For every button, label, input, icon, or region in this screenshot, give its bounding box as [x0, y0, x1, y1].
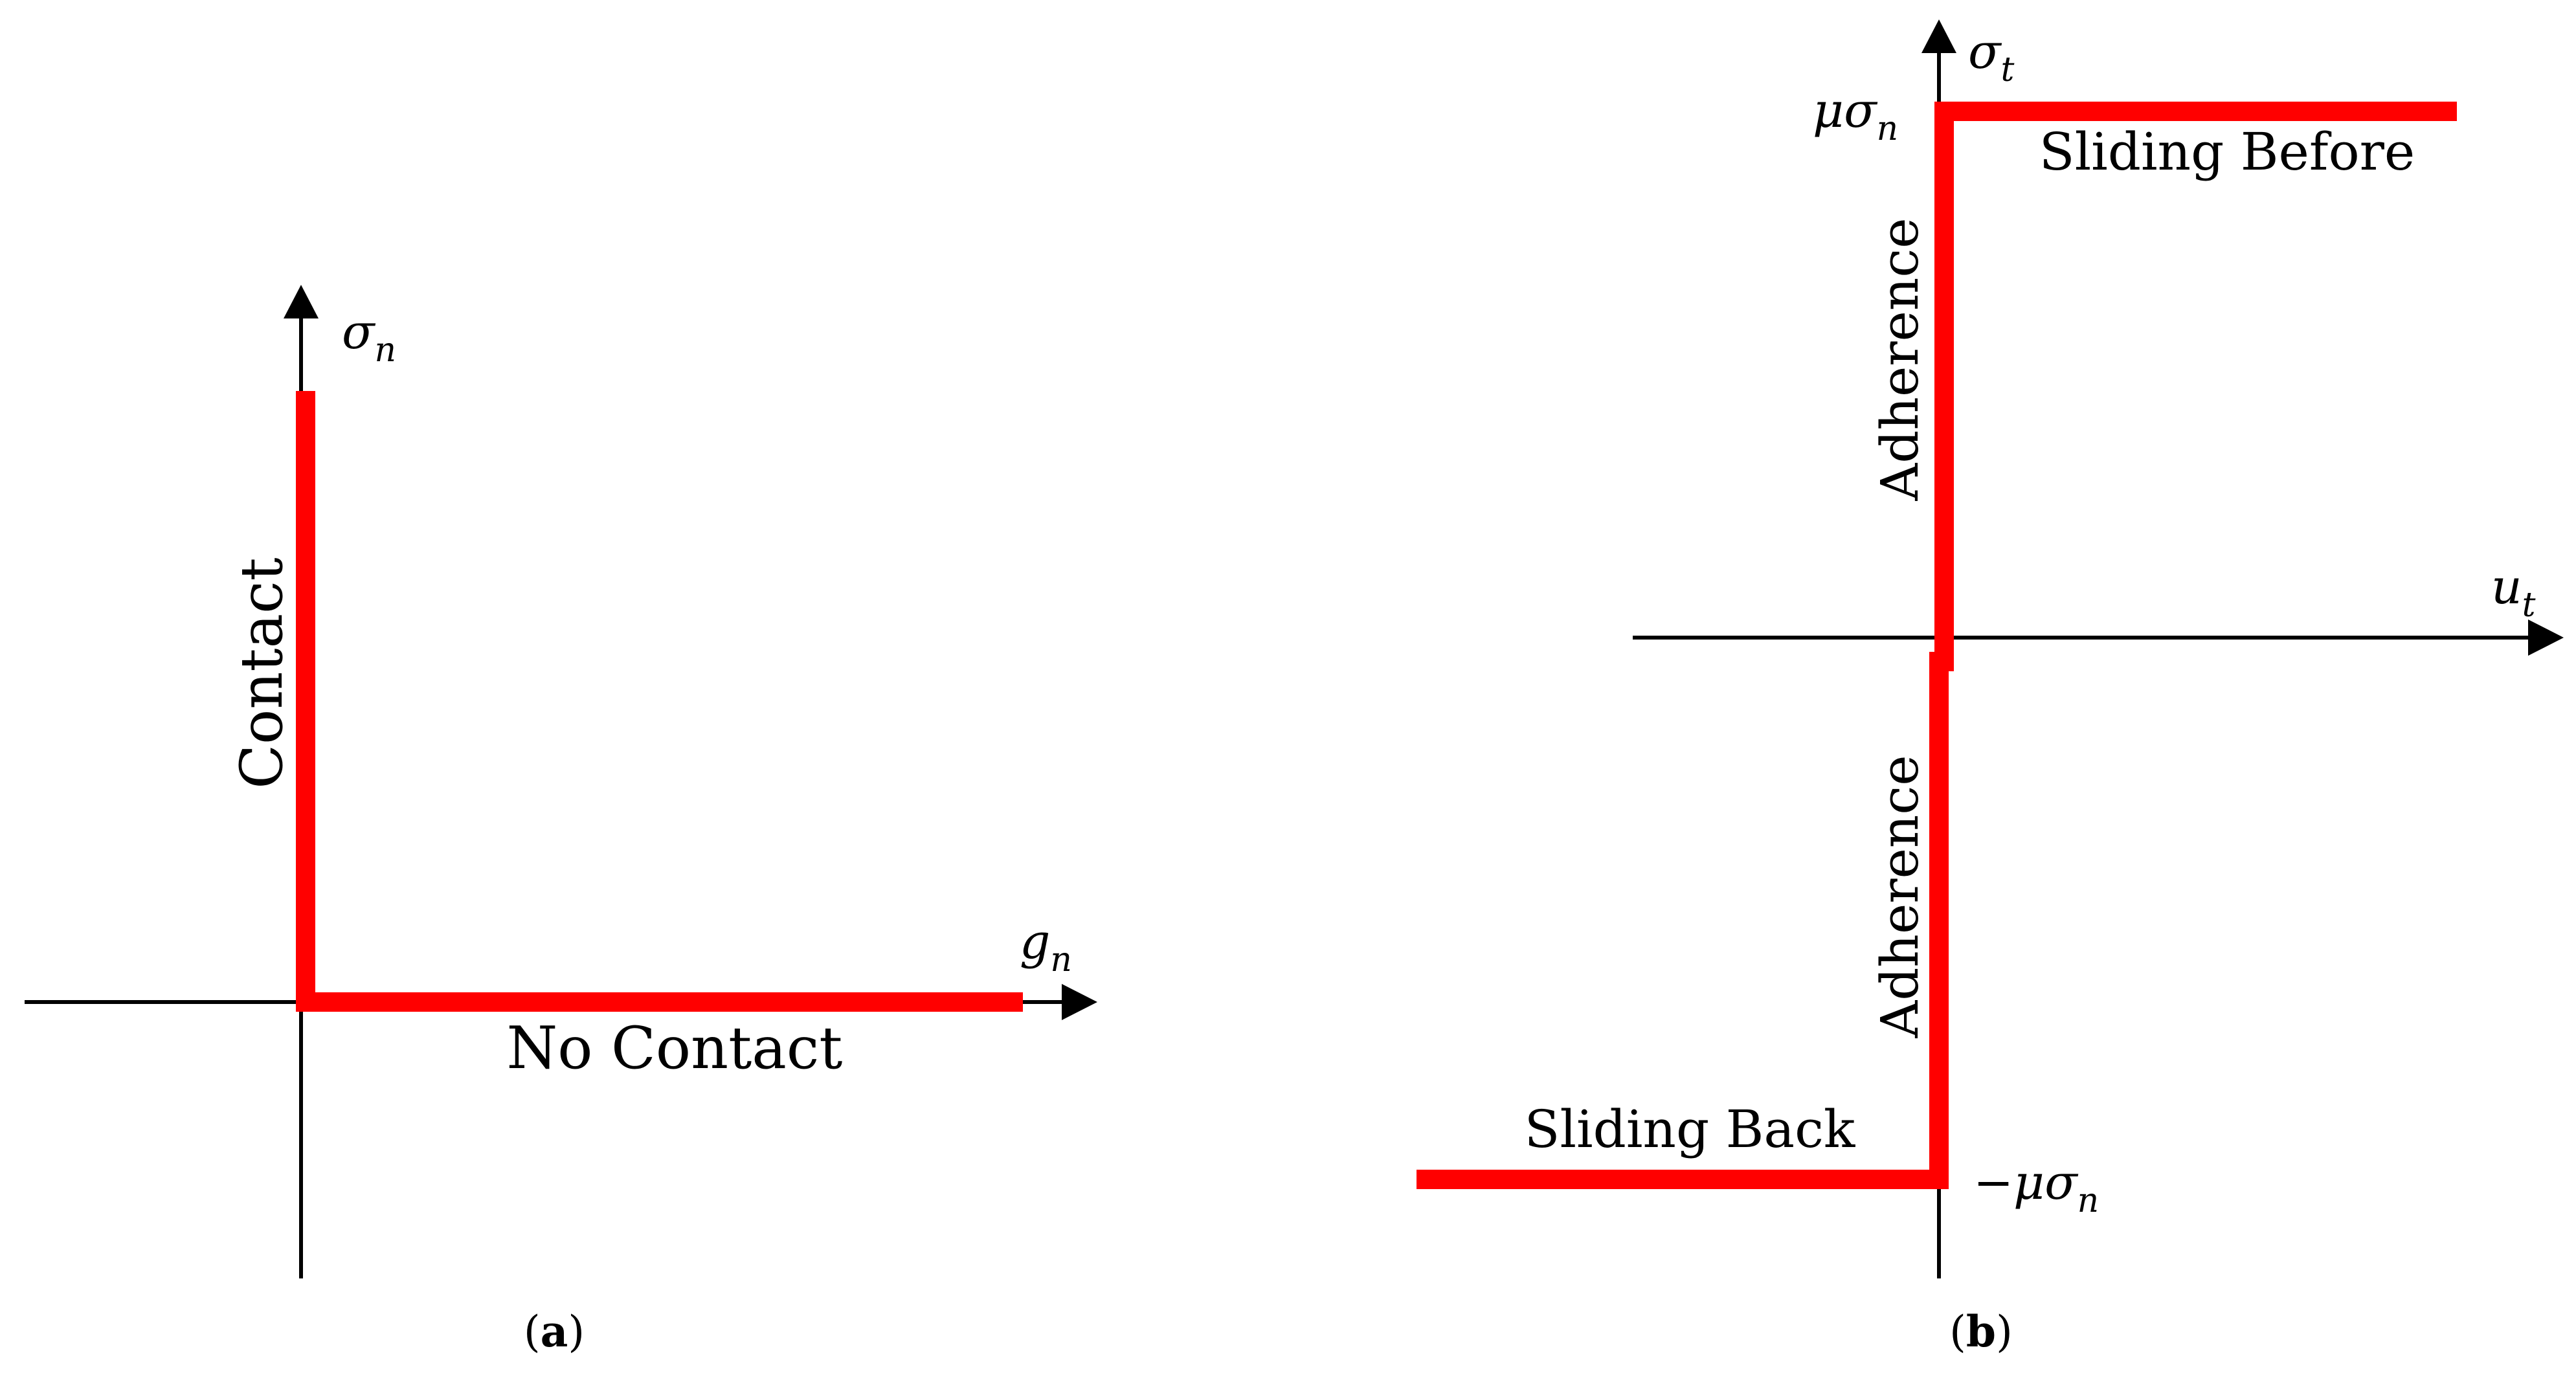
- panel-b-bottom-level-label: −μσn: [1973, 1155, 2099, 1220]
- panel-b-y-axis-label: σt: [1968, 24, 2015, 89]
- panel-a-x-subscript: n: [1050, 941, 1072, 979]
- panel-a-no-contact-label: No Contact: [507, 1014, 843, 1082]
- panel-a-contact-curve: [296, 391, 1023, 1012]
- panel-b-caption: (b): [1949, 1306, 2013, 1357]
- panel-b-y-symbol: σ: [1968, 24, 2002, 80]
- panel-b-y-arrowhead: [1921, 19, 1956, 53]
- panel-b: σt ut μσn −μσn Adherence Adherence Slidi…: [1417, 19, 2564, 1357]
- panel-b-upper-adherence-label: Adherence: [1870, 217, 1930, 501]
- panel-a-y-subscript: n: [375, 331, 397, 370]
- panel-a-y-symbol: σ: [342, 304, 376, 360]
- panel-b-y-subscript: t: [2001, 50, 2015, 89]
- panel-a-y-axis-label: σn: [342, 304, 396, 370]
- panel-b-top-level-label: μσn: [1813, 83, 1898, 148]
- panel-b-sliding-before-label: Sliding Before: [2039, 122, 2415, 182]
- panel-a-x-symbol: g: [1020, 914, 1050, 970]
- panel-a-caption: (a): [524, 1306, 585, 1357]
- panel-a-x-arrowhead: [1062, 984, 1097, 1020]
- panel-b-x-arrowhead: [2528, 619, 2564, 656]
- panel-a-contact-label: Contact: [228, 557, 296, 788]
- panel-b-lower-adherence-label: Adherence: [1870, 755, 1930, 1038]
- panel-a-x-axis-label: gn: [1020, 914, 1072, 979]
- panel-b-friction-curve: [1417, 102, 2457, 1189]
- panel-b-sliding-back-label: Sliding Back: [1525, 1099, 1856, 1159]
- panel-a: σn gn Contact No Contact (a): [25, 285, 1097, 1357]
- panel-a-y-arrowhead: [284, 285, 319, 318]
- panel-b-x-subscript: t: [2522, 586, 2536, 625]
- panel-b-x-axis-label: ut: [2491, 559, 2536, 625]
- panel-b-x-symbol: u: [2491, 559, 2522, 615]
